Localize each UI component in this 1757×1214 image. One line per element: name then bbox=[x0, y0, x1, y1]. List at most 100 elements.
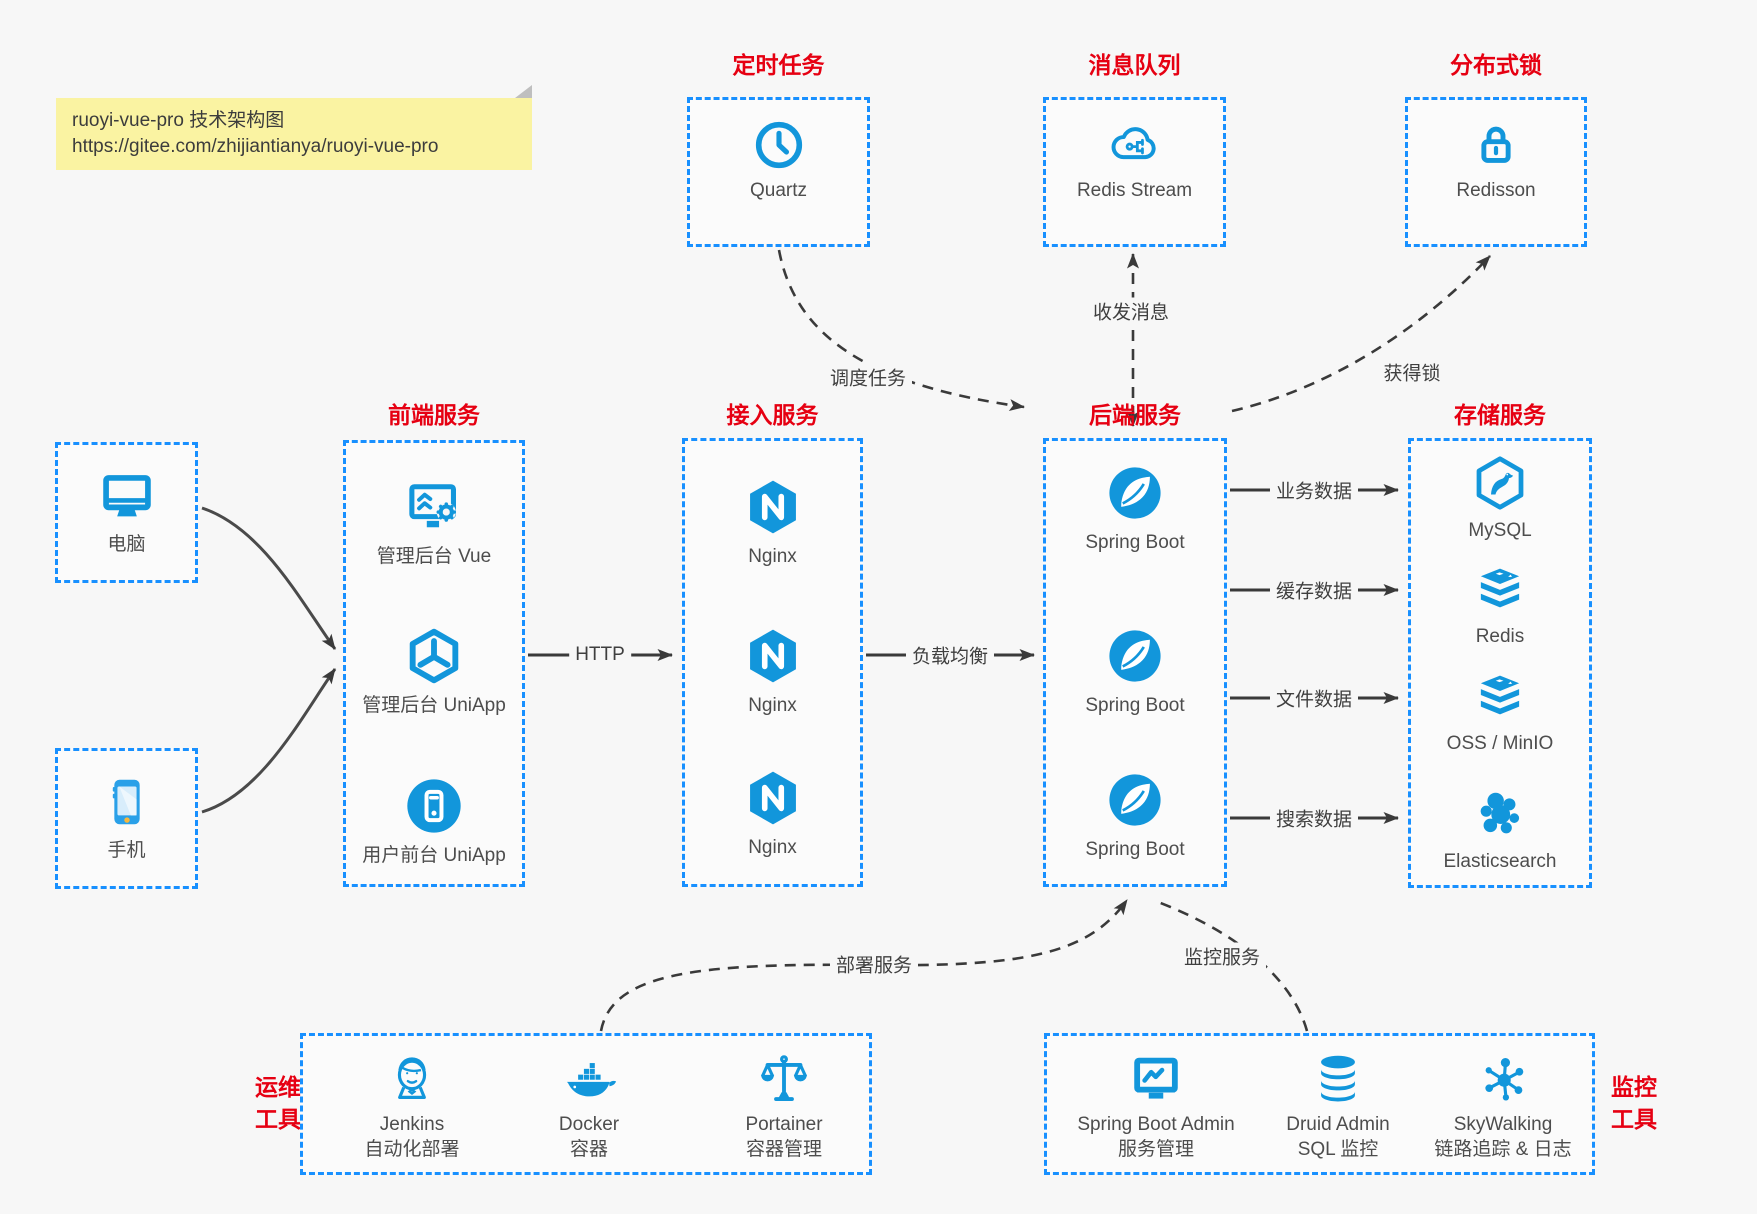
node-nginx-3: Nginx bbox=[685, 766, 860, 860]
mobile-phone-icon bbox=[58, 771, 195, 833]
mysql-icon bbox=[1411, 453, 1589, 513]
node-label: OSS / MinIO bbox=[1446, 733, 1554, 754]
section-title-frontend: 前端服务 bbox=[388, 402, 480, 428]
layer-stack-icon bbox=[1411, 563, 1589, 619]
node-mysql: MySQL bbox=[1411, 453, 1589, 543]
section-title-backend: 后端服务 bbox=[1089, 402, 1181, 428]
node-label: Quartz bbox=[749, 180, 808, 201]
node-skywalking: SkyWalking 链路追踪 & 日志 bbox=[1398, 1050, 1608, 1162]
backend-box: Spring Boot Spring Boot Spring Boot bbox=[1043, 438, 1227, 887]
node-label: Nginx bbox=[748, 546, 797, 567]
node-user-uniapp: 用户前台 UniApp bbox=[346, 774, 522, 868]
edge-label-message: 收发消息 bbox=[1086, 297, 1176, 325]
section-title-lock: 分布式锁 bbox=[1450, 52, 1542, 78]
edge-label-deploy: 部署服务 bbox=[829, 950, 919, 978]
edge-acquire-lock bbox=[1231, 255, 1491, 413]
tool-name: Jenkins bbox=[379, 1114, 445, 1135]
tool-name: Portainer bbox=[745, 1114, 823, 1135]
node-redisson: Redisson bbox=[1408, 117, 1584, 203]
section-title-monitoring: 监控 工具 bbox=[1604, 1071, 1664, 1135]
edge-label-schedule: 调度任务 bbox=[823, 363, 913, 391]
node-elasticsearch: Elasticsearch bbox=[1411, 786, 1589, 874]
mq-box: Redis Stream bbox=[1043, 97, 1226, 247]
node-label: MySQL bbox=[1468, 520, 1532, 541]
edge-label-file-data: 文件数据 bbox=[1269, 684, 1359, 712]
node-spring-boot-1: Spring Boot bbox=[1046, 461, 1224, 555]
node-label: Elasticsearch bbox=[1443, 851, 1557, 872]
lock-box: Redisson bbox=[1405, 97, 1587, 247]
node-label: 电脑 bbox=[107, 534, 146, 555]
nginx-icon bbox=[685, 624, 860, 688]
node-druid-admin: Druid Admin SQL 监控 bbox=[1248, 1050, 1428, 1162]
node-spring-boot-2: Spring Boot bbox=[1046, 624, 1224, 718]
tool-desc: 链路追踪 & 日志 bbox=[1434, 1139, 1572, 1160]
section-title-gateway: 接入服务 bbox=[726, 402, 819, 428]
note-fold-corner bbox=[515, 85, 532, 98]
node-pc: 电脑 bbox=[58, 465, 195, 557]
tool-name: SkyWalking bbox=[1453, 1114, 1553, 1135]
node-redis-stream: Redis Stream bbox=[1046, 117, 1223, 203]
node-label: 管理后台 UniApp bbox=[362, 695, 506, 716]
nginx-icon bbox=[685, 766, 860, 830]
section-title-storage: 存储服务 bbox=[1454, 402, 1546, 428]
sticky-note: ruoyi-vue-pro 技术架构图 https://gitee.com/zh… bbox=[56, 85, 532, 170]
node-label: Redisson bbox=[1456, 180, 1536, 201]
node-label: Nginx bbox=[748, 695, 797, 716]
tool-desc: SQL 监控 bbox=[1297, 1139, 1379, 1160]
pc-client-box: 电脑 bbox=[55, 442, 198, 583]
network-graph-icon bbox=[1398, 1050, 1608, 1108]
node-label: Redis bbox=[1475, 626, 1525, 647]
node-label: Nginx bbox=[748, 837, 797, 858]
section-title-ops: 运维 工具 bbox=[250, 1071, 306, 1135]
tool-desc: 自动化部署 bbox=[364, 1139, 460, 1160]
spring-icon bbox=[1046, 624, 1224, 688]
spring-icon bbox=[1046, 768, 1224, 832]
monitoring-box: Spring Boot Admin 服务管理 Druid Admin SQL 监… bbox=[1044, 1033, 1595, 1175]
node-docker: Docker 容器 bbox=[499, 1050, 679, 1162]
scales-icon bbox=[694, 1050, 874, 1108]
node-label: 手机 bbox=[107, 840, 146, 861]
node-portainer: Portainer 容器管理 bbox=[694, 1050, 874, 1162]
chart-monitor-icon bbox=[1051, 1050, 1261, 1108]
node-oss-minio: OSS / MinIO bbox=[1411, 670, 1589, 756]
desktop-icon bbox=[58, 465, 195, 527]
nginx-icon bbox=[685, 475, 860, 539]
tool-name: Spring Boot Admin bbox=[1077, 1114, 1235, 1135]
clock-icon bbox=[690, 117, 867, 173]
edge-mobile-to-frontend bbox=[201, 668, 337, 814]
edge-label-load-balance: 负载均衡 bbox=[905, 641, 995, 669]
note-title: ruoyi-vue-pro 技术架构图 bbox=[72, 110, 285, 131]
edge-pc-to-frontend bbox=[201, 506, 337, 650]
gateway-box: Nginx Nginx Nginx bbox=[682, 438, 863, 887]
section-title-scheduler: 定时任务 bbox=[732, 52, 825, 78]
node-nginx-2: Nginx bbox=[685, 624, 860, 718]
node-label: Spring Boot bbox=[1085, 839, 1185, 860]
node-label: 管理后台 Vue bbox=[376, 546, 492, 567]
node-admin-uniapp: 管理后台 UniApp bbox=[346, 624, 522, 718]
edge-label-acquire-lock: 获得锁 bbox=[1377, 358, 1447, 386]
tool-desc: 容器管理 bbox=[745, 1139, 822, 1160]
elasticsearch-icon bbox=[1411, 786, 1589, 844]
jenkins-icon bbox=[322, 1050, 502, 1108]
admin-monitor-gear-icon bbox=[346, 475, 522, 539]
tool-name: Druid Admin bbox=[1286, 1114, 1390, 1135]
node-spring-boot-admin: Spring Boot Admin 服务管理 bbox=[1051, 1050, 1261, 1162]
layer-stack-icon bbox=[1411, 670, 1589, 726]
tool-desc: 容器 bbox=[569, 1139, 608, 1160]
node-label: Spring Boot bbox=[1085, 532, 1185, 553]
node-admin-vue: 管理后台 Vue bbox=[346, 475, 522, 569]
note-url: https://gitee.com/zhijiantianya/ruoyi-vu… bbox=[72, 136, 439, 157]
tool-name: Docker bbox=[558, 1114, 620, 1135]
node-jenkins: Jenkins 自动化部署 bbox=[322, 1050, 502, 1162]
database-icon bbox=[1248, 1050, 1428, 1108]
edge-schedule-task bbox=[777, 249, 1025, 411]
tool-desc: 服务管理 bbox=[1117, 1139, 1194, 1160]
node-label: Redis Stream bbox=[1076, 180, 1193, 201]
monitoring-label-line2: 工具 bbox=[1611, 1106, 1657, 1132]
node-mobile: 手机 bbox=[58, 771, 195, 863]
ops-label-line2: 工具 bbox=[255, 1106, 301, 1132]
node-nginx-1: Nginx bbox=[685, 475, 860, 569]
lock-icon bbox=[1408, 117, 1584, 173]
edge-label-business-data: 业务数据 bbox=[1269, 476, 1359, 504]
